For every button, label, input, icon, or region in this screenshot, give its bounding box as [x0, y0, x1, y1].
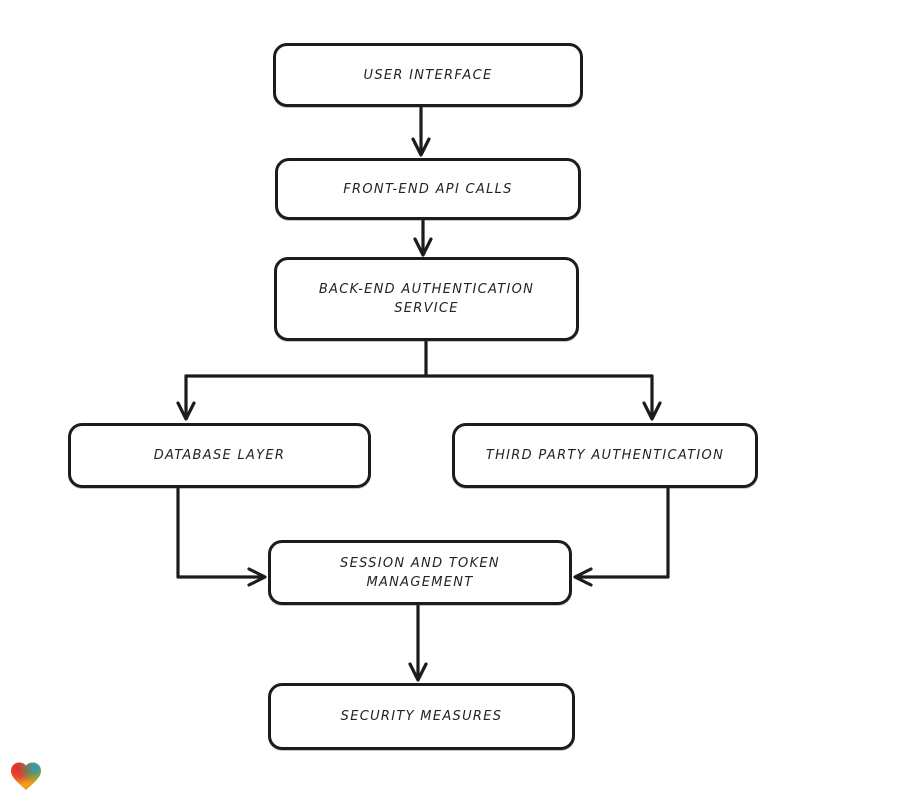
- arrowhead-down-icon: [411, 137, 431, 157]
- node-label: THIRD PARTY AUTHENTICATION: [485, 448, 725, 463]
- arrowhead-down-icon: [176, 401, 196, 421]
- arrowhead-left-icon: [573, 567, 593, 587]
- node-label: BACK-END AUTHENTICATION SERVICE: [318, 282, 535, 316]
- edge-database-to-session[interactable]: [176, 487, 267, 587]
- node-user-interface[interactable]: USER INTERFACE: [273, 43, 583, 107]
- edge-session-to-security[interactable]: [408, 604, 428, 682]
- edge-thirdparty-to-session[interactable]: [573, 487, 670, 587]
- arrowhead-right-icon: [247, 567, 267, 587]
- edge-backend-branch[interactable]: [176, 340, 662, 421]
- node-front-end-api-calls[interactable]: FRONT-END API CALLS: [275, 158, 581, 220]
- arrowhead-down-icon: [408, 662, 428, 682]
- node-third-party-authentication[interactable]: THIRD PARTY AUTHENTICATION: [452, 423, 758, 488]
- heart-logo[interactable]: [8, 758, 44, 794]
- node-security-measures[interactable]: SECURITY MEASURES: [268, 683, 575, 750]
- node-label: DATABASE LAYER: [153, 448, 286, 463]
- heart-icon: [11, 762, 41, 791]
- arrowhead-down-icon: [413, 237, 433, 257]
- node-label: SECURITY MEASURES: [340, 709, 503, 724]
- node-label: SESSION AND TOKEN MANAGEMENT: [340, 555, 500, 590]
- node-label: USER INTERFACE: [363, 67, 493, 83]
- node-label: FRONT-END API CALLS: [343, 181, 513, 197]
- edge-ui-to-frontend[interactable]: [411, 106, 431, 157]
- node-back-end-authentication-service[interactable]: BACK-END AUTHENTICATION SERVICE: [274, 257, 579, 341]
- arrowhead-down-icon: [642, 401, 662, 421]
- node-database-layer[interactable]: DATABASE LAYER: [68, 423, 371, 488]
- edge-frontend-to-backend[interactable]: [413, 219, 433, 257]
- node-session-and-token-management[interactable]: SESSION AND TOKEN MANAGEMENT: [268, 540, 572, 605]
